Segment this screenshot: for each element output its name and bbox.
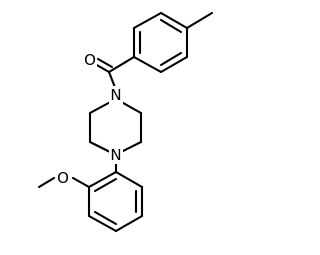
methoxy-oxygen-label: O: [57, 169, 69, 187]
bond: [159, 11, 189, 30]
bond: [88, 140, 112, 154]
label-background: [109, 86, 123, 104]
double-bond-inner: [93, 210, 118, 226]
tolyl-ring: [132, 11, 189, 74]
methyl-bond: [185, 11, 214, 30]
label-background: [83, 51, 97, 69]
bond: [159, 55, 189, 74]
label-background: [56, 169, 71, 187]
label-background: [109, 146, 123, 164]
bond: [71, 176, 91, 189]
bond: [119, 140, 143, 154]
bond: [132, 11, 163, 30]
bond: [87, 214, 118, 233]
carbonyl-double-bond: [96, 57, 114, 69]
double-bond-inner: [159, 51, 183, 67]
piperazine-ring: [88, 97, 143, 154]
bond: [132, 55, 163, 74]
carbonyl-oxygen-label: O: [84, 51, 96, 69]
bond: [37, 176, 56, 189]
double-bond-inner: [93, 177, 118, 193]
bond: [114, 214, 144, 233]
chemical-structure-diagram: O N N O: [37, 11, 214, 233]
double-bond-inner: [159, 18, 183, 34]
carbonyl-double-bond: [93, 62, 111, 74]
bond: [114, 170, 144, 189]
bond: [87, 170, 118, 189]
aryl-nitrogen-label: N: [110, 146, 121, 164]
methoxyphenyl-ring: [87, 170, 144, 233]
structure-canvas: O N N O: [37, 11, 214, 233]
acyl-nitrogen-label: N: [110, 86, 121, 104]
bond: [107, 55, 136, 74]
